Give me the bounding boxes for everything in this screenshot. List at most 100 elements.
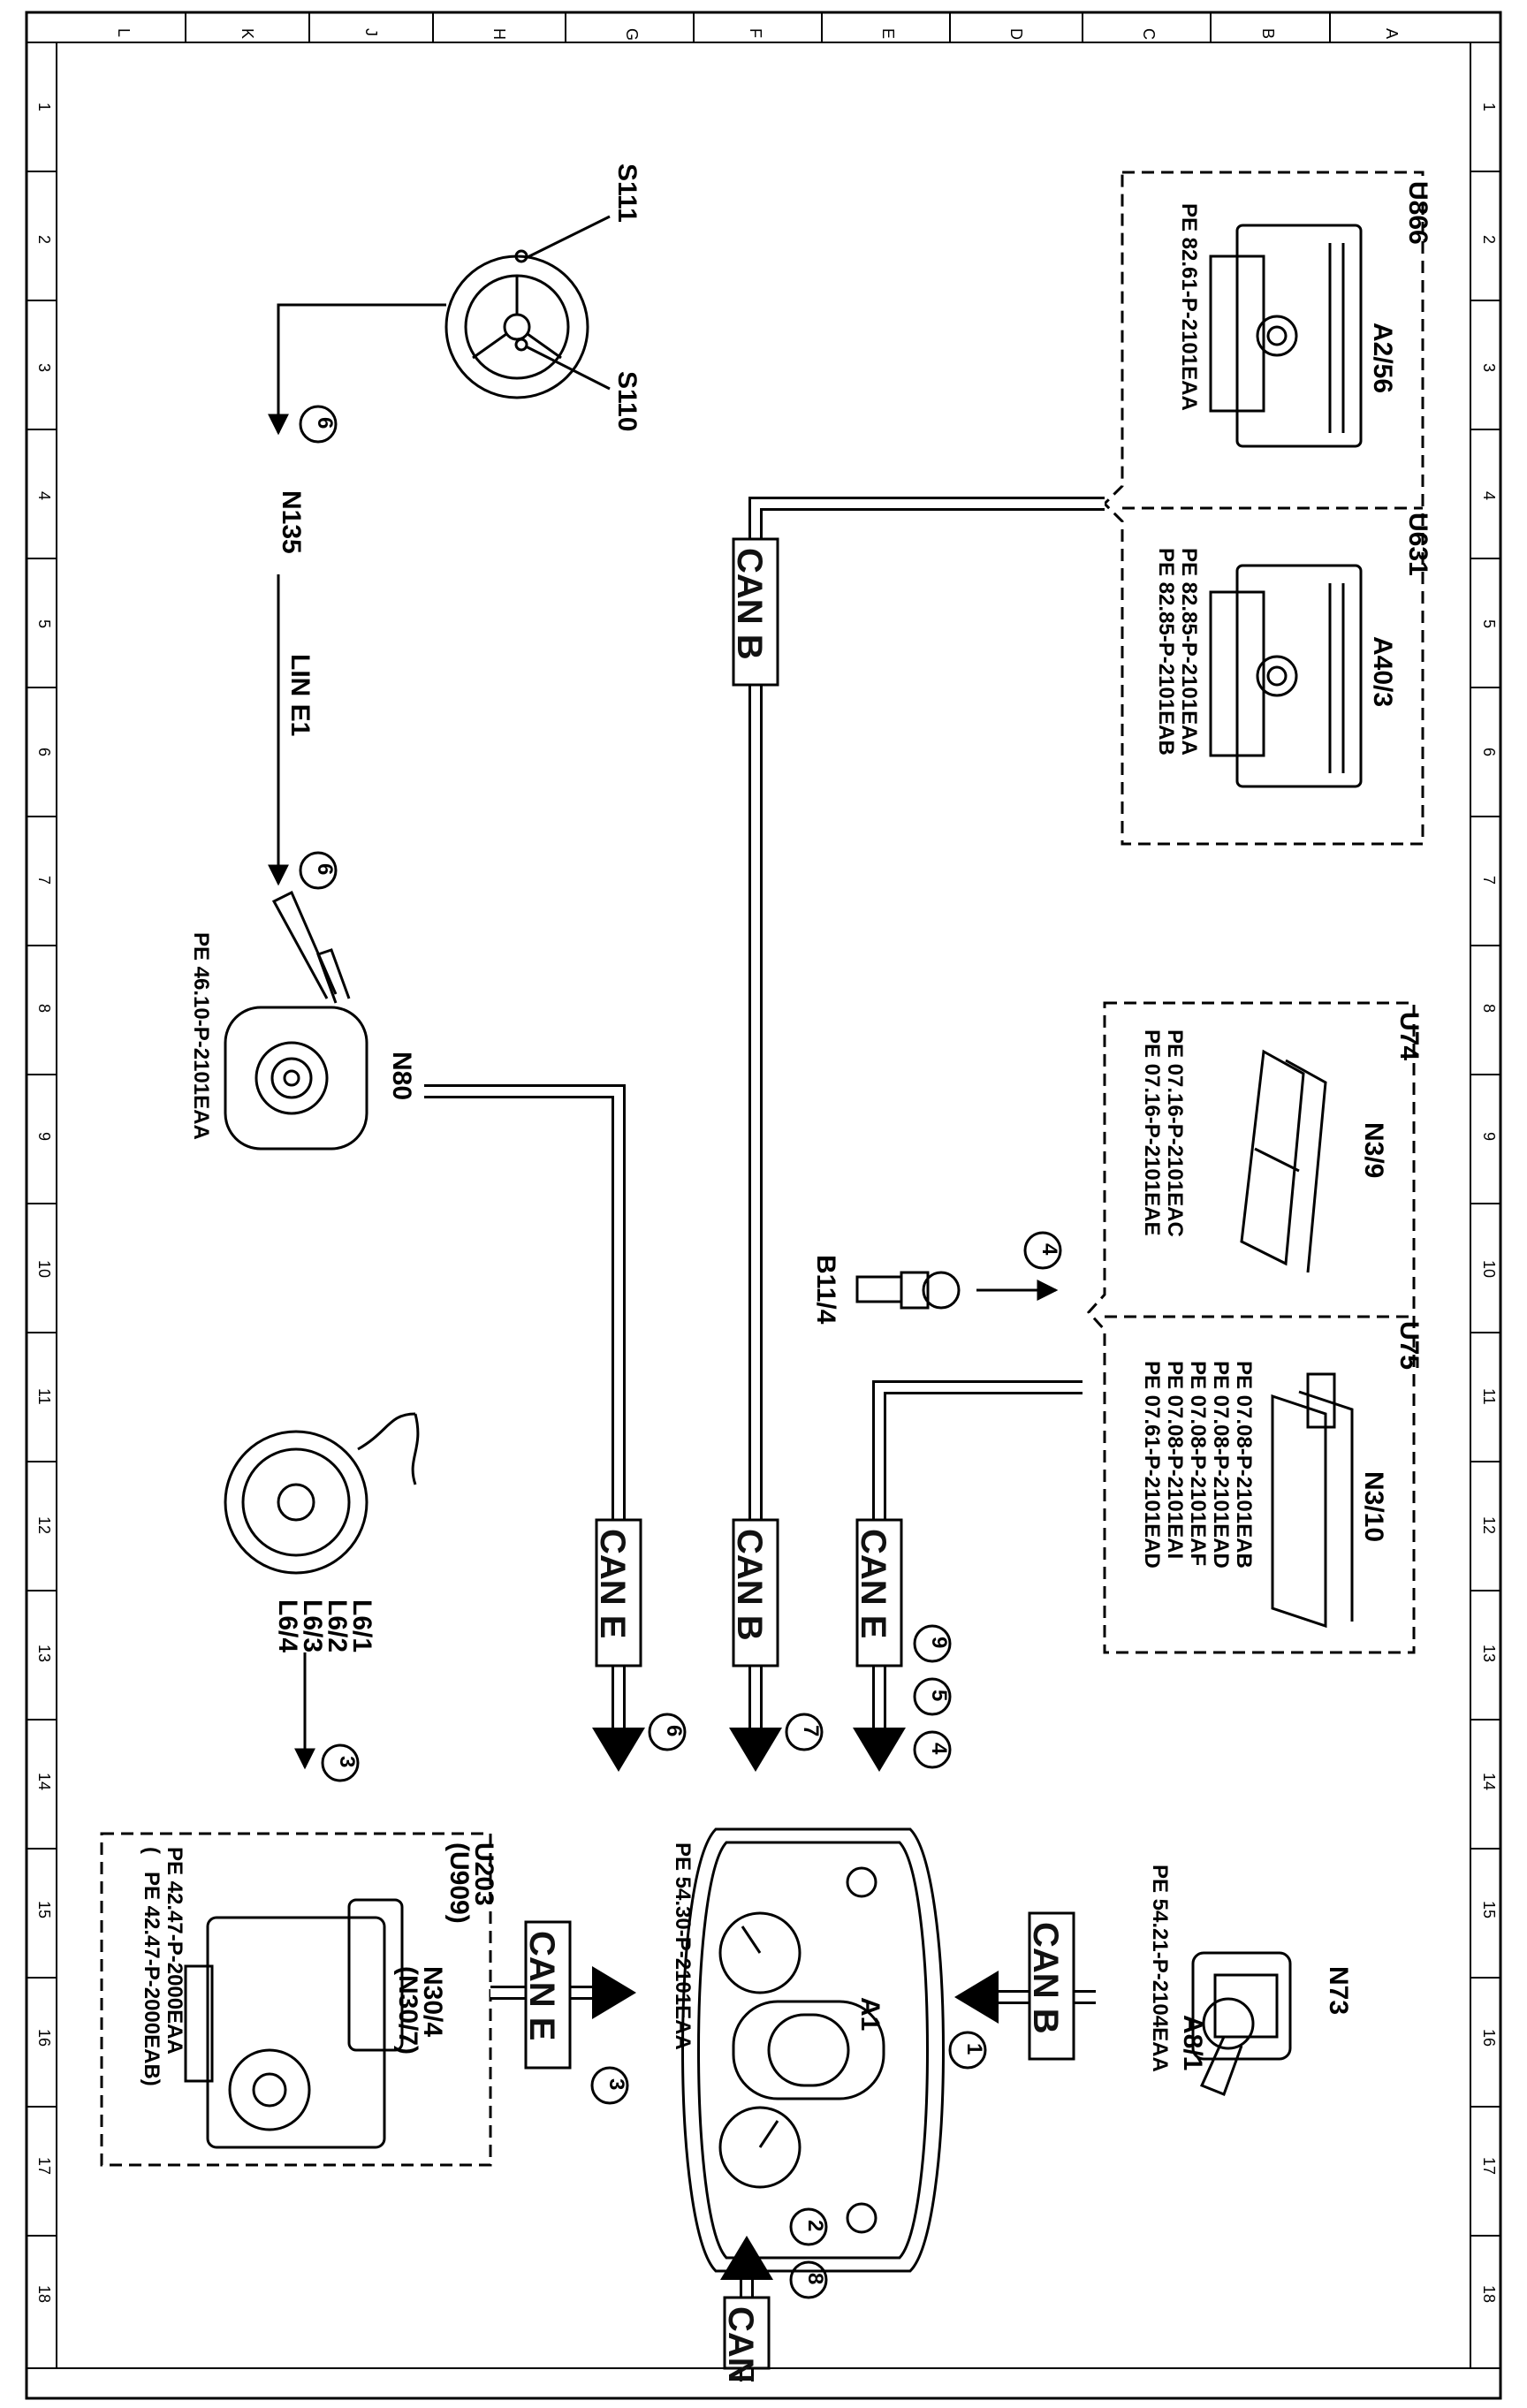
- a1-ref: PE 54.30-P-2101EAA: [671, 1842, 695, 2050]
- u631-label: U631: [1403, 513, 1432, 576]
- circle-3a: [321, 1743, 360, 1782]
- a8-1-label: A8/1: [1178, 2015, 1207, 2070]
- row-label: 7: [1480, 876, 1498, 885]
- row-label: 10: [1480, 1260, 1498, 1278]
- circle-6b: [299, 851, 338, 890]
- circle-2: [789, 2207, 828, 2246]
- n30-7-label: (N30/7): [393, 1966, 422, 2055]
- col-label: H: [490, 28, 508, 40]
- circle-3a-num: 3: [335, 1756, 359, 1767]
- row-label: 10: [35, 1260, 53, 1278]
- u74-u75-box: U74 N3/9 PE 07.16-P-2101EAC PE 07.16-P-2…: [1086, 1001, 1424, 1654]
- row-label: 11: [35, 1388, 53, 1405]
- u866-ref: PE 82.61-P-2101EAA: [1177, 203, 1201, 411]
- l6-3-label: L6/3: [298, 1599, 327, 1652]
- circle-4b-num: 4: [927, 1743, 951, 1755]
- display-unit-icon: [1209, 564, 1363, 788]
- n80-label: N80: [387, 1052, 416, 1100]
- circle-6b-num: 6: [313, 863, 337, 875]
- n30-4-label: N30/4: [418, 1966, 447, 2037]
- row-label: 3: [1480, 363, 1498, 372]
- temperature-sensor-icon: [855, 1271, 961, 1310]
- circle-6a-num: 6: [313, 417, 337, 429]
- can-e-trunk-left: [424, 1084, 626, 1728]
- circle-7: [785, 1713, 824, 1751]
- drawing-frame: [25, 11, 1502, 2400]
- row-label: 13: [35, 1645, 53, 1662]
- instrument-cluster-icon: [681, 1827, 945, 2273]
- u75-ref-1: PE 07.08-P-2101EAB: [1232, 1361, 1256, 1569]
- n73-ref: PE 54.21-P-2104EAA: [1148, 1865, 1172, 2072]
- column-ticks: [185, 12, 1331, 42]
- col-label: J: [362, 28, 380, 36]
- u203-box: U203 (U909) N30/4 (N30/7) PE 42.47-P-200…: [100, 1832, 498, 2167]
- col-label: D: [1007, 28, 1025, 40]
- s111-label: S111: [612, 163, 642, 223]
- circle-4a: [1023, 1231, 1062, 1270]
- a1-label: A1: [855, 1997, 885, 2031]
- steering-to-n135-wire: [268, 303, 446, 436]
- u75-ref-4: PE 07.08-P-2101EAI: [1163, 1361, 1187, 1559]
- row-label: 18: [1480, 2285, 1498, 2303]
- row-label: 1: [35, 103, 53, 111]
- can-b-mid-label-box: CAN B: [730, 1518, 779, 1667]
- circle-6a: [299, 405, 338, 444]
- can-e-left-label: CAN E: [593, 1529, 632, 1638]
- u75-label: U75: [1394, 1321, 1424, 1370]
- u866-label: U866: [1403, 181, 1432, 245]
- u203-ref-2b: PE 42.47-P-2000EAB): [140, 1872, 163, 2086]
- row-label: 2: [1480, 235, 1498, 244]
- esp-control-unit-icon: [184, 1898, 404, 2149]
- circle-9: [913, 1624, 952, 1663]
- a2-56-label: A2/56: [1368, 323, 1397, 393]
- can-b-n73-arrowhead: [954, 1971, 999, 2024]
- u909-label: (U909): [444, 1842, 474, 1924]
- can-b-n73-label-box: CAN B: [1026, 1911, 1075, 2061]
- n80-ref: PE 46.10-P-2101EAA: [189, 932, 213, 1140]
- row-labels: 1 2 3 4 5 6 7 8 9 10 11 12 13 14 15 16 1…: [35, 103, 53, 2303]
- row-label: 1: [1480, 103, 1498, 111]
- circle-9-num: 9: [927, 1637, 951, 1648]
- row-label: 11: [1480, 1388, 1498, 1405]
- n3-9-label: N3/9: [1359, 1122, 1388, 1178]
- l6-2-label: L6/2: [323, 1599, 352, 1652]
- row-label: 18: [35, 2285, 53, 2303]
- can-b-top-label-box: CAN B: [730, 537, 779, 687]
- u74-ref-2: PE 07.16-P-2101EAE: [1140, 1029, 1164, 1235]
- n73-label: N73: [1324, 1966, 1353, 2015]
- circle-7-num: 7: [799, 1725, 823, 1736]
- column-labels: L K J H G F E D C B A: [115, 28, 1401, 41]
- can-e-u203-arrowhead: [592, 1966, 636, 2019]
- circle-1-num: 1: [962, 2043, 986, 2055]
- row-label: 6: [1480, 748, 1498, 756]
- col-label: F: [747, 28, 764, 38]
- circle-4b: [913, 1730, 952, 1769]
- row-label: 15: [1480, 1901, 1498, 1918]
- s110-label: S110: [612, 371, 642, 431]
- row-label: 8: [35, 1004, 53, 1013]
- u203-ref-1: PE 42.47-P-2000EAA: [163, 1847, 186, 2055]
- row-label: 14: [1480, 1773, 1498, 1790]
- row-label: 4: [1480, 491, 1498, 500]
- col-label: A: [1383, 28, 1401, 39]
- row-label: 4: [35, 491, 53, 500]
- row-label: 5: [35, 619, 53, 628]
- b11-4-label: B11/4: [811, 1255, 840, 1325]
- can-bottom-label: CAN: [721, 2306, 760, 2383]
- row-label: 17: [1480, 2157, 1498, 2175]
- row-label: 15: [35, 1901, 53, 1918]
- circle-4a-num: 4: [1037, 1243, 1061, 1256]
- circle-3b-num: 3: [604, 2078, 628, 2090]
- col-label: C: [1140, 28, 1158, 40]
- circle-2-num: 2: [803, 2220, 827, 2231]
- circle-8-num: 8: [803, 2273, 827, 2284]
- can-e-left-arrowhead: [592, 1728, 645, 1772]
- radio-unit-icon: [1209, 224, 1363, 448]
- col-label: E: [879, 28, 897, 39]
- row-label: 3: [35, 363, 53, 372]
- l6-4-label: L6/4: [273, 1599, 302, 1652]
- u866-u631-box: U866 A2/56 PE 82.61-P-2101EAA U631 A40/3…: [1102, 171, 1432, 846]
- can-e-left-label-box: CAN E: [593, 1518, 642, 1667]
- col-label: B: [1259, 28, 1277, 39]
- u631-ref-2: PE 82.85-P-2101EAB: [1154, 548, 1178, 756]
